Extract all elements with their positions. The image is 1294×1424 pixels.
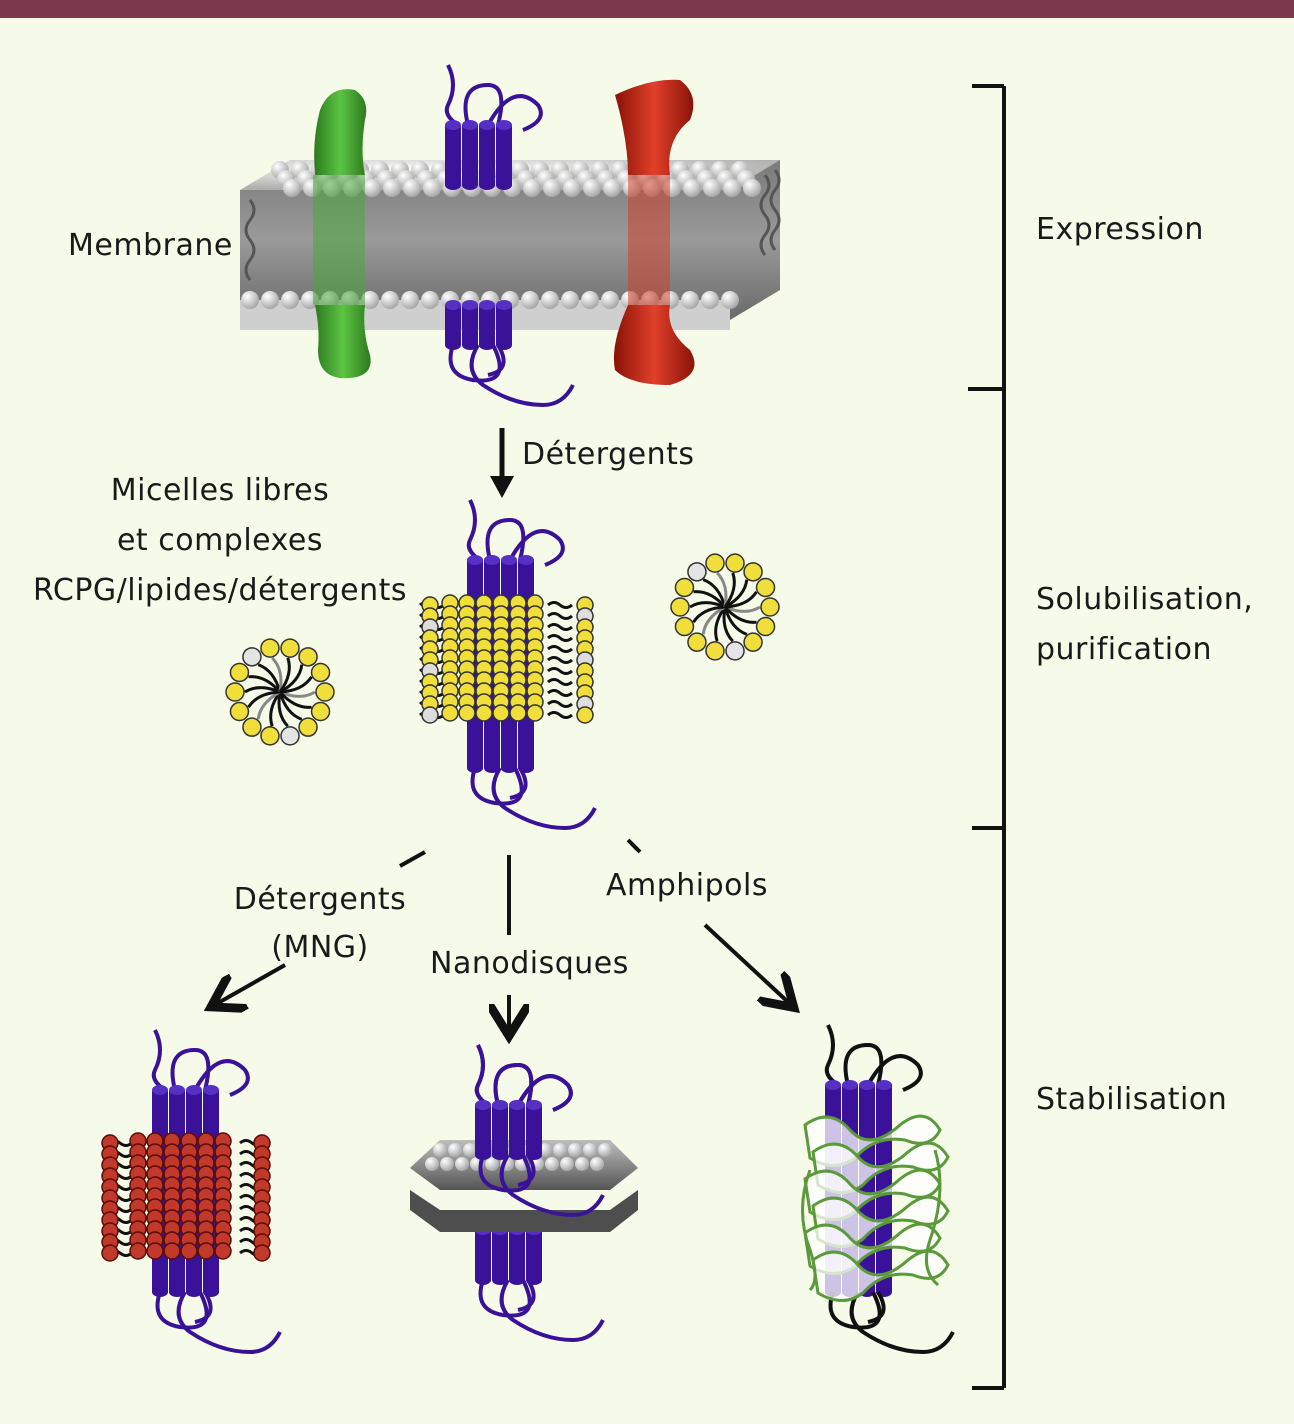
detergents-label: Détergents [522,437,695,472]
gpcr-in-membrane [444,64,575,408]
detergents-arrow-head [490,476,514,498]
amphipols-label: Amphipols [606,868,768,903]
gpcr-nanodisc [410,1044,638,1343]
micelles-label-line2: et complexes [116,523,324,558]
mng-label: Détergents (MNG) [225,876,415,972]
membrane-label: Membrane [68,228,233,263]
free-micelle-left [225,638,335,746]
micelles-label-line3: RCPG/lipides/détergents [33,573,407,608]
branch-arrows [218,838,788,1028]
gpcr-mng-complex [101,1029,282,1355]
nanodisques-label: Nanodisques [430,946,629,981]
gpcr-amphipol [801,1024,955,1355]
stage-solubilisation-line2: purification [1036,632,1212,667]
stage-solubilisation: Solubilisation, purification [1036,575,1253,675]
stage-bracket [968,84,1006,1390]
stage-solubilisation-line1: Solubilisation, [1036,582,1254,617]
gpcr-detergent-complex [419,499,597,831]
header-bar [0,0,1294,18]
mng-label-line2: (MNG) [271,930,369,965]
mng-label-line1: Détergents [233,882,407,917]
red-membrane-protein [613,79,695,385]
micelles-label: Micelles libres et complexes RCPG/lipide… [30,466,410,616]
green-membrane-protein [313,89,371,379]
micelles-label-line1: Micelles libres [110,473,330,508]
stage-stabilisation: Stabilisation [1036,1082,1228,1117]
stage-expression: Expression [1036,212,1204,247]
free-micelle-right [670,553,780,661]
